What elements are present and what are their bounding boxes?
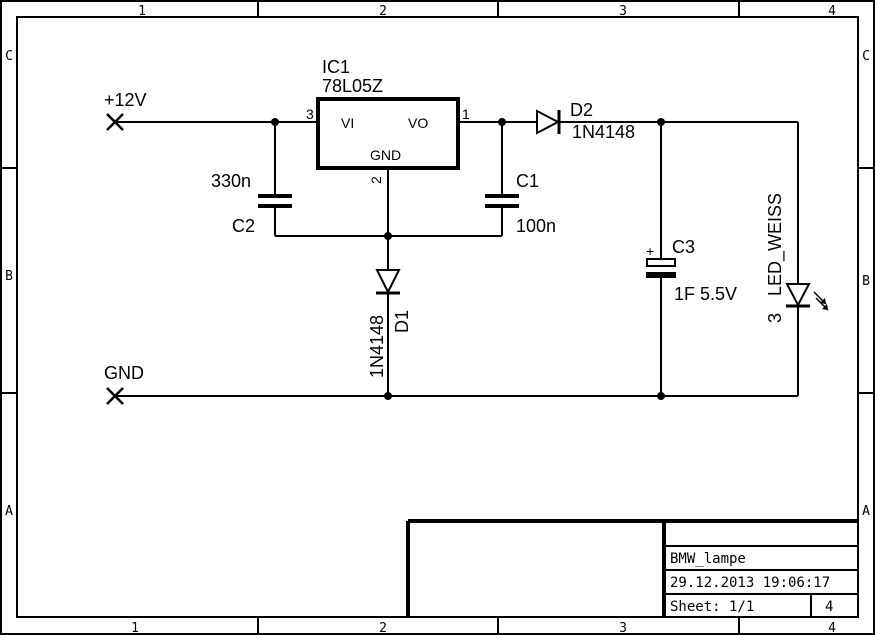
vin-port-label: +12V (104, 90, 147, 110)
frame-row-b-right: B (862, 274, 870, 289)
frame-col-3-bottom: 3 (619, 621, 627, 635)
ic1-pin-3-number: 3 (306, 106, 314, 122)
c3-polarized-capacitor-symbol (646, 258, 676, 278)
frame-col-2-bottom: 2 (379, 621, 387, 635)
c1-capacitor-symbol (485, 194, 519, 208)
frame-row-a-left: A (5, 504, 13, 519)
ic1-pin-vi: VI (341, 115, 354, 131)
frame-col-4-top: 4 (828, 4, 836, 19)
led-ref: 3 (765, 313, 785, 323)
d1-diode-symbol (375, 269, 401, 295)
gnd-port-cross-icon (106, 387, 124, 405)
frame-row-b-left: B (5, 269, 13, 284)
frame-row-a-right: A (862, 504, 870, 519)
d1-value: 1N4148 (367, 315, 387, 378)
c3-polarity-mark: + (646, 243, 654, 259)
title-block-date: 29.12.2013 19:06:17 (670, 575, 830, 591)
frame-row-c-right: C (862, 49, 870, 64)
c2-ref: C2 (232, 216, 255, 236)
ic1-pin-2-number: 2 (368, 176, 384, 184)
title-block (406, 519, 858, 617)
c3-value: 1F 5.5V (674, 284, 737, 304)
frame-col-4-bottom: 4 (828, 621, 836, 635)
c3-ref: C3 (672, 237, 695, 257)
led-value: LED_WEISS (765, 193, 786, 296)
frame-col-2-top: 2 (379, 4, 387, 19)
led-diode-symbol (785, 283, 811, 308)
led-light-arrows-icon (813, 291, 829, 311)
title-block-corner: 4 (825, 599, 833, 615)
gnd-port-label: GND (104, 363, 144, 383)
vin-port-cross-icon (106, 113, 124, 131)
title-block-sheet: Sheet: 1/1 (670, 599, 754, 615)
frame-col-1-bottom: 1 (131, 621, 139, 635)
frame-col-1-top: 1 (138, 4, 146, 19)
d2-ref: D2 (570, 100, 593, 120)
ic1-pin-gnd: GND (370, 147, 401, 163)
c2-capacitor-symbol (258, 194, 292, 208)
ic1-body (316, 97, 460, 170)
ic1-value: 78L05Z (322, 76, 383, 96)
ic1-pin-vo: VO (408, 115, 428, 131)
c2-value: 330n (211, 171, 251, 191)
d2-diode-symbol (536, 109, 561, 135)
junctions (271, 118, 665, 400)
d1-ref: D1 (392, 310, 412, 333)
wires (115, 121, 799, 397)
title-block-name: BMW_lampe (670, 551, 746, 567)
d2-value: 1N4148 (572, 122, 635, 142)
c1-ref: C1 (516, 171, 539, 191)
frame-col-3-top: 3 (619, 4, 627, 19)
frame-row-c-left: C (5, 49, 13, 64)
ic1-pin-1-number: 1 (462, 106, 470, 122)
ic1-ref: IC1 (322, 57, 350, 77)
c1-value: 100n (516, 216, 556, 236)
